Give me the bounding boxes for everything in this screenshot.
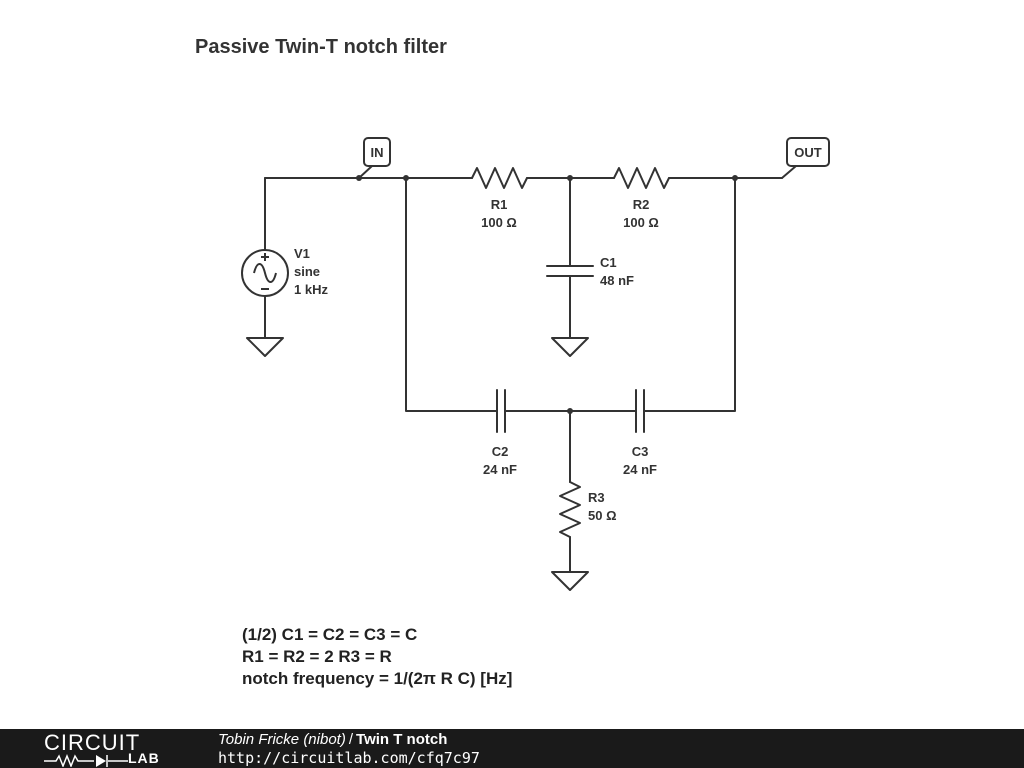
r3-value: 50 Ω (588, 508, 617, 523)
r2-value: 100 Ω (623, 215, 659, 230)
footer-credit: Tobin Fricke (nibot)/Twin T notch (218, 731, 447, 748)
in-port-box (363, 137, 391, 167)
junction-dot (356, 175, 362, 181)
v1-type: sine (294, 264, 320, 279)
c3-value: 24 nF (623, 462, 657, 477)
c3-ref: C3 (632, 444, 649, 459)
v1-symbol (241, 249, 289, 297)
r1-ref: R1 (491, 197, 508, 212)
c1-ref: C1 (600, 255, 617, 270)
footer-bar: CIRCUIT LAB Tobin Fricke (nibot)/Twin T … (0, 729, 1024, 768)
ground-symbol (246, 337, 284, 357)
v1-ref: V1 (294, 246, 310, 261)
design-notes: (1/2) C1 = C2 = C3 = C R1 = R2 = 2 R3 = … (242, 624, 512, 690)
note-line: notch frequency = 1/(2π R C) [Hz] (242, 669, 513, 688)
junction-dot (403, 175, 409, 181)
v1-value: 1 kHz (294, 282, 328, 297)
r3-ref: R3 (588, 490, 605, 505)
wire (643, 177, 736, 412)
r3-symbol (559, 481, 581, 538)
junction-dot (732, 175, 738, 181)
author-name[interactable]: Tobin Fricke (nibot) (218, 731, 346, 748)
r1-value: 100 Ω (481, 215, 517, 230)
schematic: IN OUT R1 100 Ω R2 100 Ω V1 sine 1 kHz C… (241, 137, 830, 591)
sine-wave-icon (253, 263, 277, 283)
c2-value: 24 nF (483, 462, 517, 477)
junction-dot (567, 175, 573, 181)
in-port-label: IN (371, 145, 384, 160)
circuitlab-logo[interactable]: CIRCUIT LAB (44, 730, 184, 767)
r1-symbol (471, 167, 528, 189)
out-port-box (786, 137, 830, 167)
plus-sign (261, 253, 269, 261)
circuit-url[interactable]: http://circuitlab.com/cfq7c97 (218, 749, 480, 767)
page-title: Passive Twin-T notch filter (195, 36, 447, 58)
ground-symbol (551, 337, 589, 357)
r2-ref: R2 (633, 197, 650, 212)
logo-text-bottom: LAB (128, 750, 160, 766)
note-line: (1/2) C1 = C2 = C3 = C (242, 625, 418, 644)
r2-symbol (613, 167, 670, 189)
wire (405, 177, 498, 412)
ground-symbol (551, 571, 589, 591)
note-line: R1 = R2 = 2 R3 = R (242, 647, 392, 666)
logo-text-top: CIRCUIT (44, 730, 141, 755)
c2-ref: C2 (492, 444, 509, 459)
circuit-name[interactable]: Twin T notch (356, 731, 448, 748)
separator: / (348, 731, 354, 748)
out-port-pointer (781, 165, 797, 179)
logo-resistor-icon (44, 753, 128, 767)
out-port-label: OUT (794, 145, 822, 160)
junction-dot (567, 408, 573, 414)
c1-value: 48 nF (600, 273, 634, 288)
